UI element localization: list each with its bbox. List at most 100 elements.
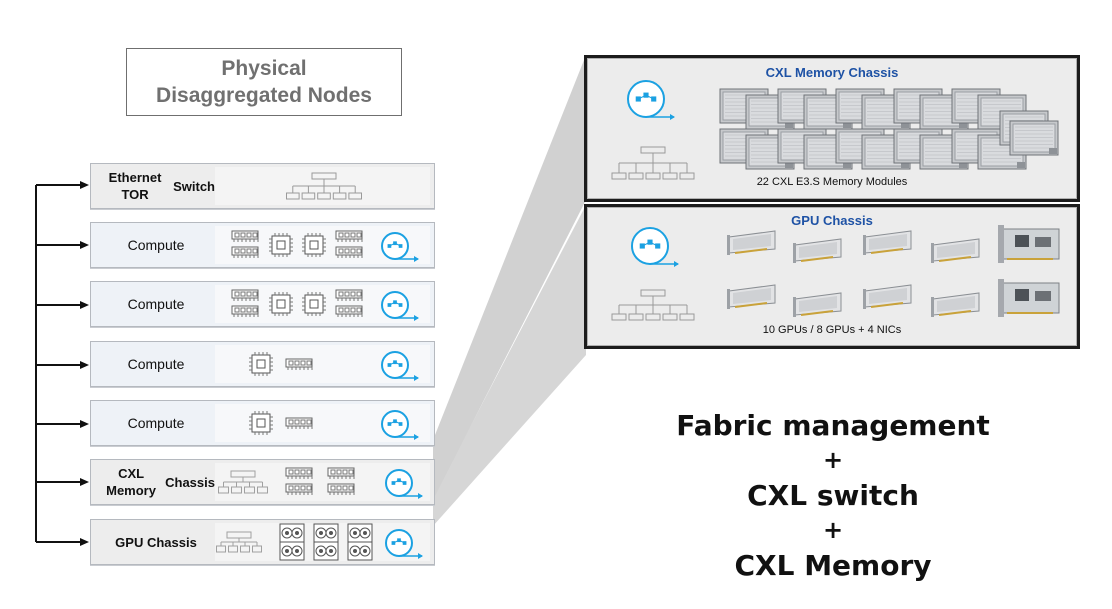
- node-label-line-1: GPU Chassis: [115, 534, 197, 550]
- cxl-fabric-icon: [627, 80, 675, 120]
- node-hardware-panel: [215, 345, 430, 383]
- cpu-chip-icon: [249, 411, 273, 435]
- memory-dimm-icon: [335, 246, 363, 258]
- compute-node-3: Compute: [90, 341, 435, 387]
- cpu-chip-icon: [302, 233, 326, 257]
- node-label-line-1: Compute: [127, 236, 185, 253]
- switch-tree-icon: [611, 146, 695, 180]
- node-hardware-panel: [215, 463, 430, 501]
- node-label: Ethernet TOR Switch: [97, 164, 215, 208]
- bus-arrowhead: [80, 181, 89, 189]
- gpu-card-icon: [313, 523, 339, 543]
- bus-arrows: [36, 181, 89, 546]
- gpu-card-icon: [931, 238, 980, 263]
- gpu-card-icon: [279, 523, 305, 543]
- node-hardware-panel: [215, 285, 430, 323]
- fabric-plus-1: +: [822, 446, 844, 474]
- node-label-line-1: Compute: [127, 414, 185, 431]
- bus-arrowhead: [80, 361, 89, 369]
- ethernet-tor-switch-node: Ethernet TOR Switch: [90, 163, 435, 209]
- node-label: Compute: [97, 401, 215, 445]
- node-hardware-panel: [215, 523, 430, 561]
- cpu-chip-icon: [269, 233, 293, 257]
- cpu-chip-icon: [269, 292, 293, 316]
- gpu-card-icon: [793, 292, 842, 317]
- cxl-fabric-icon: [385, 529, 423, 559]
- memory-dimm-icon: [231, 305, 259, 317]
- memory-dimm-icon: [285, 483, 313, 495]
- node-label: Compute: [97, 342, 215, 386]
- node-label-line-2: Chassis: [165, 474, 215, 490]
- node-label: CXL Memory Chassis: [97, 460, 215, 504]
- nic-card-icon: [998, 279, 1060, 317]
- cxl-memory-chassis-node: CXL Memory Chassis: [90, 459, 435, 505]
- node-label-line-1: CXL Memory: [106, 466, 156, 498]
- memory-dimm-icon: [285, 358, 313, 370]
- fabric-line-1: Fabric management: [676, 409, 990, 442]
- cpu-chip-icon: [249, 352, 273, 376]
- page-title: Physical Disaggregated Nodes: [126, 48, 402, 116]
- node-label-line-1: Ethernet TOR: [108, 170, 162, 202]
- gpu-zoom-connector: [433, 205, 586, 526]
- node-label-line-1: Compute: [127, 355, 185, 372]
- cxl-fabric-icon: [381, 351, 419, 381]
- switch-tree-icon: [218, 470, 268, 494]
- memory-dimm-icon: [327, 483, 355, 495]
- node-hardware-panel: [215, 226, 430, 264]
- bus-arrowhead: [80, 538, 89, 546]
- gpu-card-icon: [727, 284, 776, 309]
- gpu-chassis-node: GPU Chassis: [90, 519, 435, 565]
- memory-dimm-icon: [285, 417, 313, 429]
- node-label-line-2: Switch: [173, 178, 215, 194]
- gpu-card-icon: [313, 541, 339, 561]
- compute-node-4: Compute: [90, 400, 435, 446]
- cxl-memory-chassis-panel: CXL Memory Chassis 22 CXL E3.S Memory Mo…: [584, 55, 1080, 202]
- bus-arrowhead: [80, 420, 89, 428]
- memory-dimm-icon: [231, 230, 259, 242]
- gpu-chassis-caption: 10 GPUs / 8 GPUs + 4 NICs: [762, 324, 902, 336]
- node-label: GPU Chassis: [97, 520, 215, 564]
- gpu-chassis-title: GPU Chassis: [791, 213, 873, 228]
- memory-dimm-icon: [285, 467, 313, 479]
- title-line-2: Disaggregated Nodes: [156, 84, 372, 107]
- gpu-card-icon: [931, 292, 980, 317]
- cxl-fabric-icon: [385, 469, 423, 499]
- cxl-chassis-title: CXL Memory Chassis: [765, 65, 899, 80]
- fabric-summary: Fabric management + CXL switch + CXL Mem…: [668, 408, 998, 583]
- gpu-card-icon: [863, 284, 912, 309]
- gpu-card-icon: [727, 230, 776, 255]
- gpu-card-icon: [863, 230, 912, 255]
- fabric-line-3: CXL Memory: [734, 549, 932, 582]
- memory-dimm-icon: [335, 289, 363, 301]
- cxl-fabric-icon: [381, 232, 419, 262]
- memory-dimm-icon: [327, 467, 355, 479]
- cxl-chassis-caption: 22 CXL E3.S Memory Modules: [756, 176, 908, 188]
- bus-arrowhead: [80, 301, 89, 309]
- cxl-fabric-icon: [631, 227, 679, 267]
- memory-dimm-icon: [231, 289, 259, 301]
- gpu-card-icon: [279, 541, 305, 561]
- memory-dimm-icon: [335, 230, 363, 242]
- switch-tree-icon: [216, 531, 262, 553]
- gpu-card-icon: [347, 523, 373, 543]
- node-label: Compute: [97, 282, 215, 326]
- memory-dimm-icon: [335, 305, 363, 317]
- node-label: Compute: [97, 223, 215, 267]
- memory-dimm-icon: [231, 246, 259, 258]
- bus-arrowhead: [80, 241, 89, 249]
- cxl-fabric-icon: [381, 291, 419, 321]
- fabric-line-2: CXL switch: [747, 479, 919, 512]
- nic-card-icon: [998, 225, 1060, 263]
- compute-node-2: Compute: [90, 281, 435, 327]
- cpu-chip-icon: [302, 292, 326, 316]
- bus-arrowhead: [80, 478, 89, 486]
- cxl-fabric-icon: [381, 410, 419, 440]
- fabric-plus-2: +: [822, 516, 844, 544]
- title-line-1: Physical: [221, 57, 307, 80]
- compute-node-1: Compute: [90, 222, 435, 268]
- gpu-card-icon: [347, 541, 373, 561]
- node-label-line-1: Compute: [127, 295, 185, 312]
- node-hardware-panel: [215, 167, 430, 205]
- gpu-chassis-panel: GPU Chassis 10 GPUs / 8 GPUs + 4 NICs: [584, 204, 1080, 349]
- node-hardware-panel: [215, 404, 430, 442]
